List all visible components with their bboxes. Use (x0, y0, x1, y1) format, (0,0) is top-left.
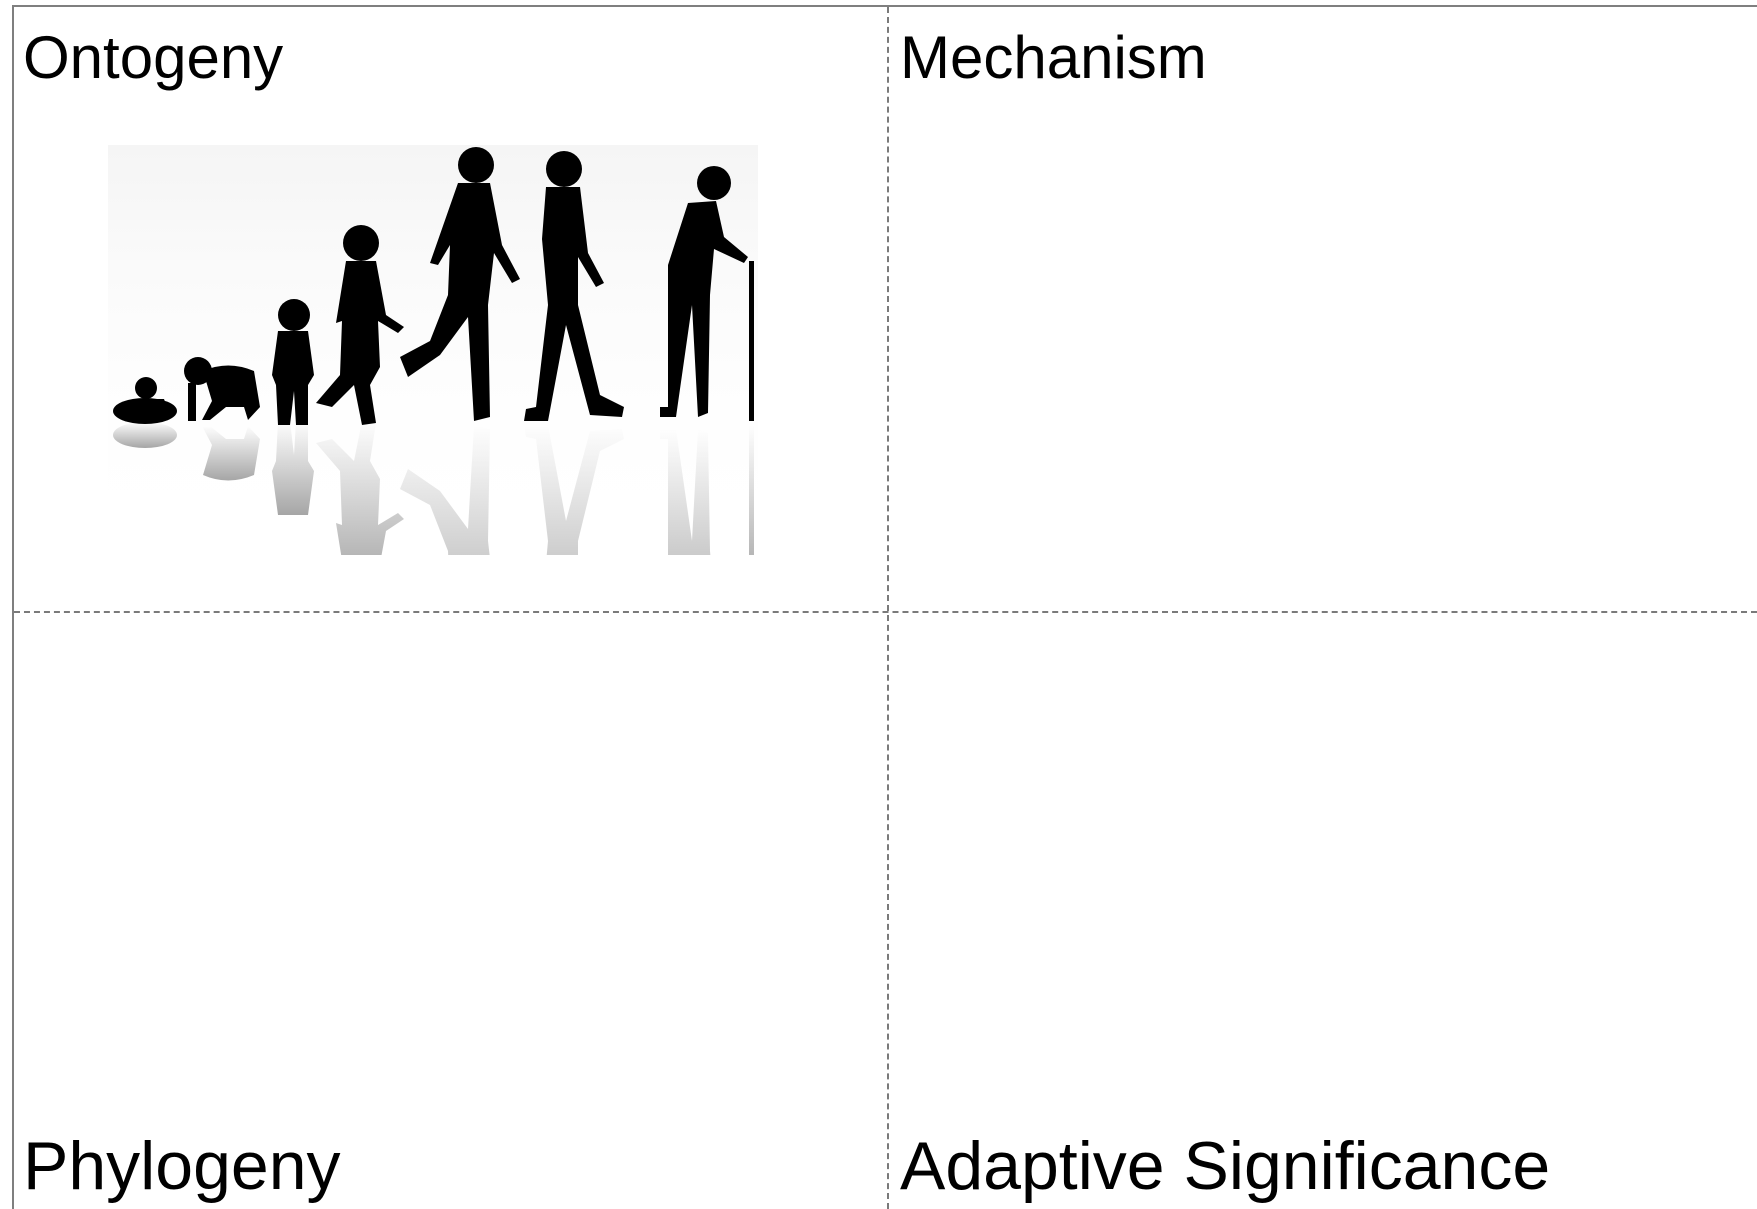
ontogeny-label: Ontogeny (23, 24, 284, 91)
young-adult-silhouette (400, 147, 520, 421)
phylogeny-label: Phylogeny (23, 1128, 341, 1204)
life-stages-illustration (108, 145, 758, 555)
adaptive-significance-label: Adaptive Significance (900, 1128, 1551, 1204)
toddler-silhouette (272, 299, 314, 425)
worksheet-frame (12, 5, 1757, 1209)
mechanism-label: Mechanism (900, 24, 1207, 91)
elderly-silhouette (660, 166, 754, 421)
horizontal-cut-line (14, 611, 1757, 613)
crawling-infant-silhouette (184, 357, 260, 421)
adult-silhouette (524, 151, 624, 421)
vertical-cut-line (887, 7, 889, 1209)
child-silhouette (316, 225, 404, 425)
baby-silhouette (113, 377, 177, 424)
